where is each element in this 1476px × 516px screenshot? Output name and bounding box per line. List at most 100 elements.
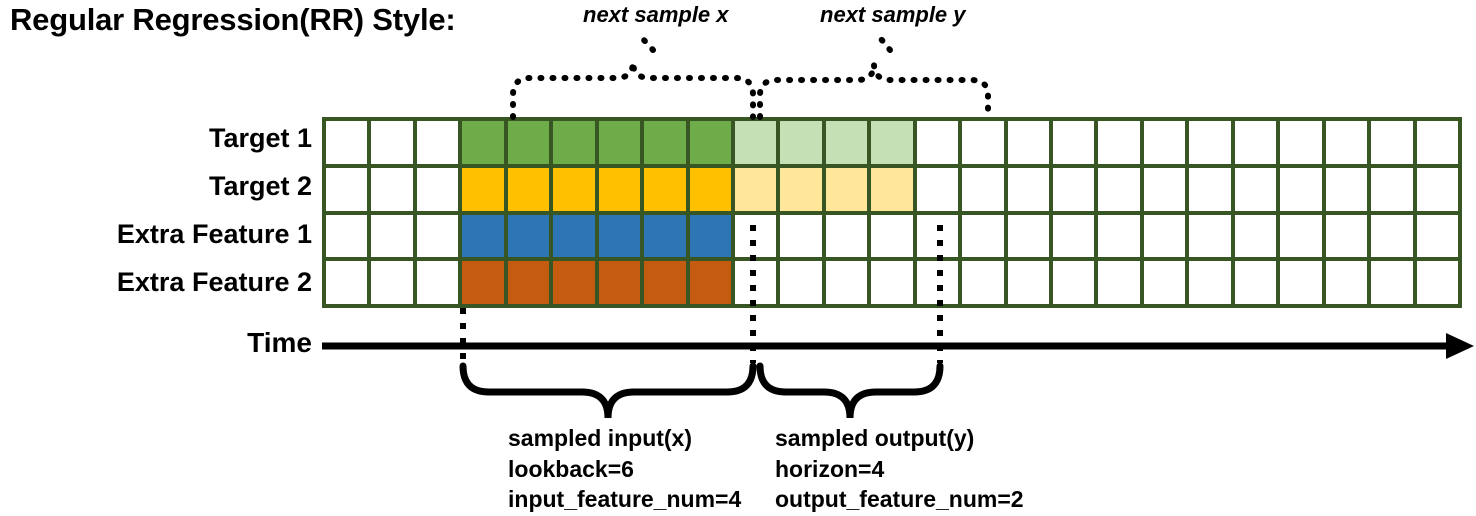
grid-cell-r1-c8[interactable] <box>644 121 686 164</box>
grid-cell-r4-c8[interactable] <box>644 261 686 304</box>
grid-cell-r2-c13[interactable] <box>871 167 913 211</box>
grid-cell-r2-c12[interactable] <box>825 167 868 211</box>
grid-cell-r1-c17[interactable] <box>1053 121 1095 164</box>
grid-cell-r2-c24[interactable] <box>1371 167 1413 211</box>
grid-cell-r2-c17[interactable] <box>1053 167 1095 211</box>
grid-cell-r2-c4[interactable] <box>462 167 504 211</box>
grid-cell-r3-c5[interactable] <box>507 214 550 258</box>
grid-cell-r3-c4[interactable] <box>462 214 504 258</box>
grid-cell-r4-c6[interactable] <box>553 261 595 304</box>
grid-cell-r3-c17[interactable] <box>1053 214 1095 258</box>
grid-cell-r4-c20[interactable] <box>1189 261 1231 304</box>
grid-cell-r1-c13[interactable] <box>871 121 913 164</box>
grid-cell-r4-c21[interactable] <box>1234 261 1277 304</box>
grid-cell-r2-c25[interactable] <box>1416 167 1458 211</box>
grid-cell-r4-c17[interactable] <box>1053 261 1095 304</box>
grid-cell-r2-c20[interactable] <box>1189 167 1231 211</box>
grid-cell-r3-c6[interactable] <box>553 214 595 258</box>
grid-cell-r4-c4[interactable] <box>462 261 504 304</box>
grid-cell-r2-c5[interactable] <box>507 167 550 211</box>
grid-cell-r3-c1[interactable] <box>326 214 368 258</box>
grid-cell-r2-c10[interactable] <box>734 167 777 211</box>
grid-cell-r2-c16[interactable] <box>1007 167 1049 211</box>
grid-cell-r3-c24[interactable] <box>1371 214 1413 258</box>
grid-cell-r2-c19[interactable] <box>1143 167 1186 211</box>
grid-cell-r1-c23[interactable] <box>1325 121 1368 164</box>
grid-cell-r4-c9[interactable] <box>689 261 731 304</box>
grid-cell-r3-c7[interactable] <box>598 214 641 258</box>
grid-cell-r1-c6[interactable] <box>553 121 595 164</box>
grid-cell-r4-c16[interactable] <box>1007 261 1049 304</box>
grid-cell-r1-c25[interactable] <box>1416 121 1458 164</box>
grid-cell-r4-c13[interactable] <box>871 261 913 304</box>
grid-cell-r3-c23[interactable] <box>1325 214 1368 258</box>
grid-cell-r1-c21[interactable] <box>1234 121 1277 164</box>
grid-cell-r2-c3[interactable] <box>416 167 459 211</box>
grid-cell-r1-c12[interactable] <box>825 121 868 164</box>
grid-cell-r2-c9[interactable] <box>689 167 731 211</box>
grid-cell-r2-c21[interactable] <box>1234 167 1277 211</box>
grid-cell-r1-c3[interactable] <box>416 121 459 164</box>
grid-cell-r3-c18[interactable] <box>1098 214 1140 258</box>
grid-cell-r2-c18[interactable] <box>1098 167 1140 211</box>
grid-cell-r2-c7[interactable] <box>598 167 641 211</box>
grid-cell-r1-c16[interactable] <box>1007 121 1049 164</box>
grid-cell-r4-c11[interactable] <box>780 261 822 304</box>
grid-cell-r4-c14[interactable] <box>916 261 959 304</box>
grid-cell-r3-c16[interactable] <box>1007 214 1049 258</box>
grid-cell-r1-c9[interactable] <box>689 121 731 164</box>
grid-cell-r2-c6[interactable] <box>553 167 595 211</box>
grid-cell-r1-c22[interactable] <box>1280 121 1322 164</box>
grid-cell-r2-c22[interactable] <box>1280 167 1322 211</box>
grid-cell-r3-c13[interactable] <box>871 214 913 258</box>
grid-cell-r3-c3[interactable] <box>416 214 459 258</box>
grid-cell-r4-c3[interactable] <box>416 261 459 304</box>
grid-cell-r2-c11[interactable] <box>780 167 822 211</box>
grid-cell-r4-c24[interactable] <box>1371 261 1413 304</box>
grid-cell-r3-c21[interactable] <box>1234 214 1277 258</box>
grid-cell-r1-c19[interactable] <box>1143 121 1186 164</box>
grid-cell-r3-c15[interactable] <box>962 214 1004 258</box>
grid-cell-r1-c7[interactable] <box>598 121 641 164</box>
grid-cell-r1-c14[interactable] <box>916 121 959 164</box>
grid-cell-r1-c24[interactable] <box>1371 121 1413 164</box>
grid-cell-r3-c9[interactable] <box>689 214 731 258</box>
grid-cell-r4-c19[interactable] <box>1143 261 1186 304</box>
grid-cell-r3-c10[interactable] <box>734 214 777 258</box>
grid-cell-r3-c22[interactable] <box>1280 214 1322 258</box>
grid-cell-r3-c2[interactable] <box>371 214 413 258</box>
grid-cell-r2-c8[interactable] <box>644 167 686 211</box>
grid-cell-r4-c18[interactable] <box>1098 261 1140 304</box>
grid-cell-r3-c25[interactable] <box>1416 214 1458 258</box>
grid-cell-r3-c12[interactable] <box>825 214 868 258</box>
grid-cell-r1-c1[interactable] <box>326 121 368 164</box>
grid-cell-r3-c11[interactable] <box>780 214 822 258</box>
grid-cell-r3-c20[interactable] <box>1189 214 1231 258</box>
grid-cell-r3-c14[interactable] <box>916 214 959 258</box>
grid-cell-r4-c2[interactable] <box>371 261 413 304</box>
grid-cell-r1-c2[interactable] <box>371 121 413 164</box>
grid-cell-r1-c10[interactable] <box>734 121 777 164</box>
grid-cell-r1-c11[interactable] <box>780 121 822 164</box>
grid-cell-r2-c14[interactable] <box>916 167 959 211</box>
grid-cell-r4-c5[interactable] <box>507 261 550 304</box>
grid-cell-r2-c23[interactable] <box>1325 167 1368 211</box>
grid-cell-r2-c2[interactable] <box>371 167 413 211</box>
grid-cell-r4-c22[interactable] <box>1280 261 1322 304</box>
grid-cell-r1-c20[interactable] <box>1189 121 1231 164</box>
grid-cell-r1-c4[interactable] <box>462 121 504 164</box>
grid-cell-r4-c7[interactable] <box>598 261 641 304</box>
grid-cell-r1-c15[interactable] <box>962 121 1004 164</box>
grid-cell-r3-c19[interactable] <box>1143 214 1186 258</box>
grid-cell-r4-c23[interactable] <box>1325 261 1368 304</box>
grid-cell-r2-c15[interactable] <box>962 167 1004 211</box>
grid-cell-r3-c8[interactable] <box>644 214 686 258</box>
grid-cell-r4-c15[interactable] <box>962 261 1004 304</box>
grid-cell-r4-c12[interactable] <box>825 261 868 304</box>
grid-cell-r4-c25[interactable] <box>1416 261 1458 304</box>
grid-cell-r4-c1[interactable] <box>326 261 368 304</box>
grid-cell-r1-c18[interactable] <box>1098 121 1140 164</box>
grid-cell-r2-c1[interactable] <box>326 167 368 211</box>
grid-cell-r4-c10[interactable] <box>734 261 777 304</box>
grid-cell-r1-c5[interactable] <box>507 121 550 164</box>
